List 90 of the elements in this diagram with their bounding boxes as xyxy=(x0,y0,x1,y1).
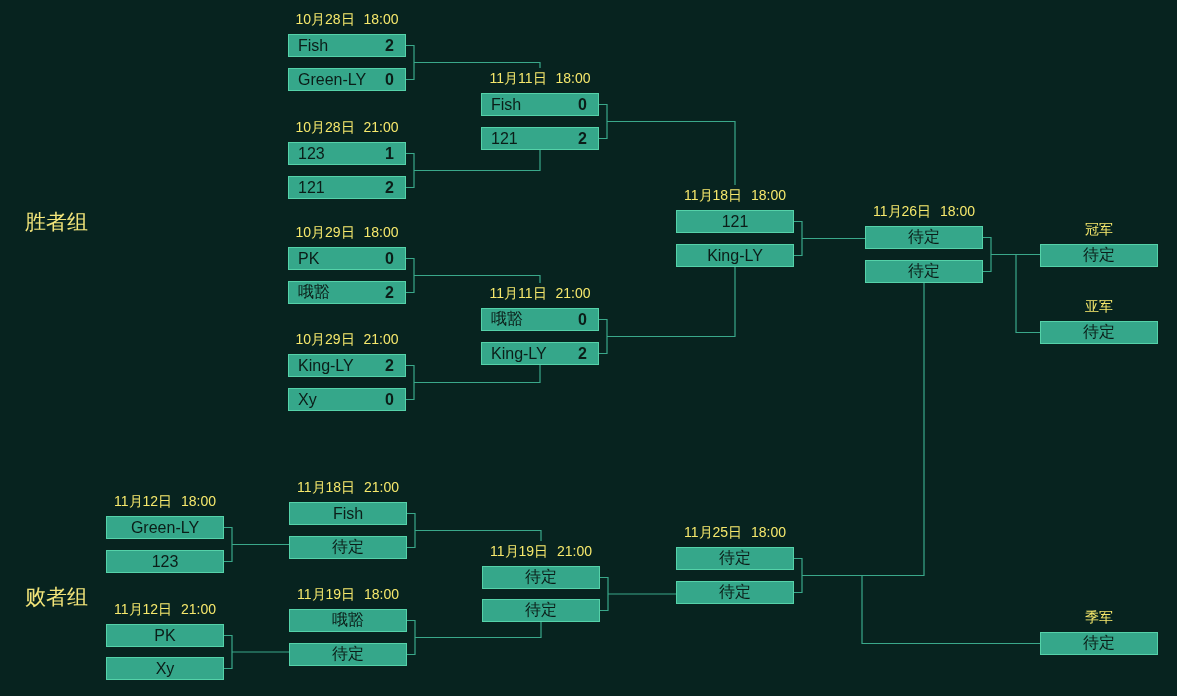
match-time: 10月29日 18:00 xyxy=(295,223,399,242)
team-name: King-LY xyxy=(298,356,354,375)
match-time: 10月28日 18:00 xyxy=(295,10,399,29)
group-title: 败者组 xyxy=(24,584,88,610)
bracket-line xyxy=(405,364,541,401)
score: 2 xyxy=(385,283,394,302)
team-name: Green-LY xyxy=(298,70,367,89)
team-box xyxy=(865,260,983,283)
team-box xyxy=(482,599,600,622)
match-time: 10月29日 21:00 xyxy=(295,330,399,349)
score: 0 xyxy=(385,249,394,268)
team-name: Fish xyxy=(298,36,329,55)
team-box xyxy=(289,643,407,666)
team-name: 待定 xyxy=(525,600,557,620)
match-time: 11月11日 21:00 xyxy=(489,284,591,303)
team-name: 123 xyxy=(151,552,179,571)
score: 0 xyxy=(578,95,587,114)
team-name: Fish xyxy=(332,504,364,523)
team-box xyxy=(288,281,406,304)
bracket-line xyxy=(793,282,1041,645)
team-name: Xy xyxy=(155,659,175,678)
team-box xyxy=(289,536,407,559)
team-box xyxy=(288,176,406,199)
team-box xyxy=(288,68,406,91)
match-time: 10月28日 21:00 xyxy=(295,118,399,137)
bracket-line xyxy=(982,236,1041,334)
team-name: 待定 xyxy=(525,567,557,587)
bracket-line xyxy=(223,634,290,670)
team-name: 待定 xyxy=(332,644,364,664)
placement-title: 冠军 xyxy=(1085,220,1113,239)
score: 2 xyxy=(385,36,394,55)
score: 2 xyxy=(385,178,394,197)
match-time: 11月26日 18:00 xyxy=(873,202,975,221)
group-title: 胜者组 xyxy=(24,209,88,235)
team-name: PK xyxy=(154,626,176,645)
score: 0 xyxy=(578,310,587,329)
team-box xyxy=(676,581,794,604)
team-name: PK xyxy=(298,249,320,268)
score: 2 xyxy=(385,356,394,375)
team-name: 哦豁 xyxy=(491,309,523,329)
team-name: 121 xyxy=(298,178,325,197)
team-name: 待定 xyxy=(1083,245,1115,265)
team-box xyxy=(288,388,406,411)
bracket-line xyxy=(405,149,541,189)
match-time: 11月12日 18:00 xyxy=(114,492,216,511)
team-box xyxy=(106,550,224,573)
team-name: 121 xyxy=(721,212,749,231)
team-name: King-LY xyxy=(707,246,763,265)
match-time: 11月12日 21:00 xyxy=(114,600,216,619)
team-box xyxy=(676,244,794,267)
team-name: Fish xyxy=(491,95,522,114)
team-name: 待定 xyxy=(1083,633,1115,653)
bracket-line xyxy=(223,526,290,563)
match-time: 11月19日 21:00 xyxy=(490,542,592,561)
team-name: King-LY xyxy=(491,344,547,363)
team-name: 哦豁 xyxy=(332,610,364,630)
team-name: 待定 xyxy=(719,582,751,602)
team-name: Xy xyxy=(298,390,317,409)
score: 1 xyxy=(385,144,394,163)
bracket-line xyxy=(405,44,541,81)
bracket-line xyxy=(405,257,541,294)
bracket-line xyxy=(598,103,736,186)
team-box xyxy=(106,657,224,680)
team-name: Green-LY xyxy=(130,518,200,537)
team-name: 哦豁 xyxy=(298,282,330,302)
bracket-line xyxy=(793,220,866,257)
match-time: 11月18日 18:00 xyxy=(684,186,786,205)
score: 0 xyxy=(385,390,394,409)
team-box xyxy=(481,342,599,365)
placement-title: 亚军 xyxy=(1085,297,1113,316)
score: 0 xyxy=(385,70,394,89)
team-name: 121 xyxy=(491,129,518,148)
bracket-line xyxy=(598,266,736,355)
bracket-line xyxy=(599,576,677,612)
team-name: 待定 xyxy=(332,537,364,557)
bracket-line xyxy=(406,619,542,656)
team-name: 123 xyxy=(298,144,325,163)
match-time: 11月19日 18:00 xyxy=(297,585,399,604)
match-time: 11月25日 18:00 xyxy=(684,523,786,542)
placement-title: 季军 xyxy=(1085,608,1113,627)
score: 2 xyxy=(578,129,587,148)
team-box xyxy=(481,127,599,150)
score: 2 xyxy=(578,344,587,363)
bracket-line xyxy=(406,512,542,549)
match-time: 11月11日 18:00 xyxy=(489,69,591,88)
team-name: 待定 xyxy=(908,261,940,281)
team-name: 待定 xyxy=(1083,322,1115,342)
team-name: 待定 xyxy=(908,227,940,247)
match-time: 11月18日 21:00 xyxy=(297,478,399,497)
team-name: 待定 xyxy=(719,548,751,568)
